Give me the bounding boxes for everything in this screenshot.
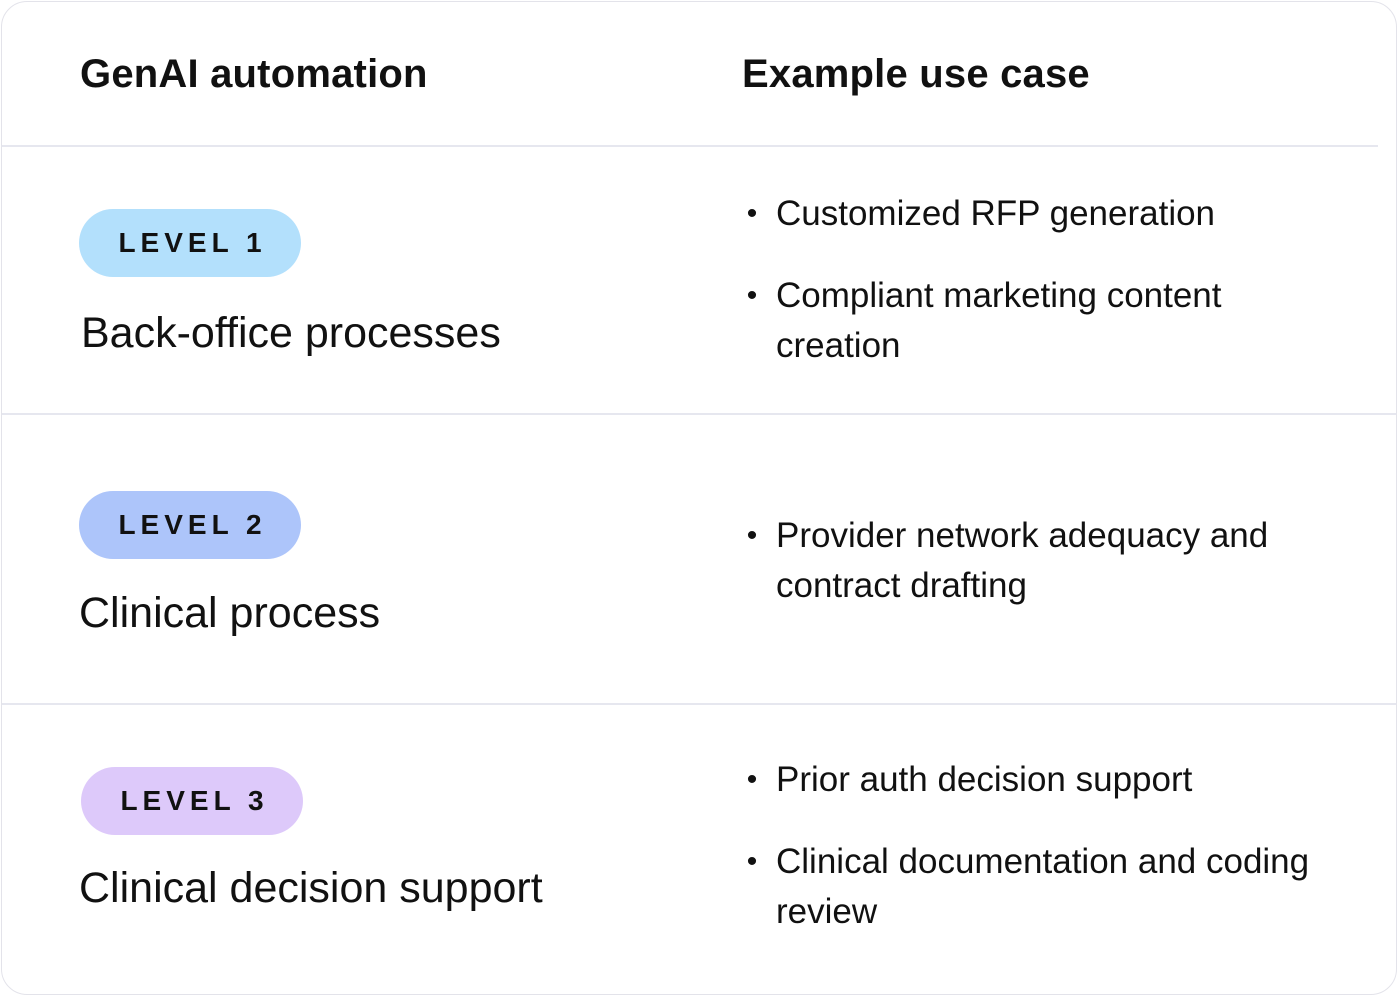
column-header-example-use-case: Example use case <box>742 52 1090 96</box>
bullet-icon: • <box>746 763 758 796</box>
level-badge: LEVEL 3 <box>81 767 303 835</box>
bullet-icon: • <box>746 197 758 230</box>
table-row-level-2: LEVEL 2 Clinical process • Provider netw… <box>2 415 1396 703</box>
bullet-icon: • <box>746 845 758 878</box>
level-badge: LEVEL 2 <box>79 491 301 559</box>
use-case-item: • Provider network adequacy and contract… <box>742 511 1342 611</box>
use-case-text: Clinical documentation and coding review <box>776 842 1310 931</box>
level-badge-label: LEVEL 3 <box>120 785 269 816</box>
use-case-list: • Customized RFP generation • Compliant … <box>742 189 1342 371</box>
use-case-list: • Provider network adequacy and contract… <box>742 511 1342 611</box>
table-row-level-3: LEVEL 3 Clinical decision support • Prio… <box>2 705 1396 994</box>
level-badge-label: LEVEL 1 <box>118 227 267 258</box>
use-case-item: • Clinical documentation and coding revi… <box>742 837 1342 937</box>
use-case-list: • Prior auth decision support • Clinical… <box>742 755 1342 937</box>
column-header-genai-automation: GenAI automation <box>80 52 428 96</box>
use-case-text: Prior auth decision support <box>776 760 1193 799</box>
use-case-item: • Compliant marketing content creation <box>742 271 1342 371</box>
header-divider <box>2 145 1378 147</box>
bullet-icon: • <box>746 519 758 552</box>
row-divider <box>2 413 1396 415</box>
level-badge-label: LEVEL 2 <box>118 509 267 540</box>
use-case-text: Customized RFP generation <box>776 194 1216 233</box>
table-header: GenAI automation Example use case <box>2 2 1396 146</box>
table-row-level-1: LEVEL 1 Back-office processes • Customiz… <box>2 147 1396 413</box>
automation-category: Back-office processes <box>81 309 501 357</box>
use-case-text: Provider network adequacy and contract d… <box>776 516 1269 605</box>
automation-category: Clinical process <box>79 589 381 637</box>
use-case-item: • Customized RFP generation <box>742 189 1342 239</box>
use-case-text: Compliant marketing content creation <box>776 276 1222 365</box>
use-case-item: • Prior auth decision support <box>742 755 1342 805</box>
bullet-icon: • <box>746 279 758 312</box>
automation-category: Clinical decision support <box>79 864 543 912</box>
row-divider <box>2 703 1396 705</box>
level-badge: LEVEL 1 <box>79 209 301 277</box>
